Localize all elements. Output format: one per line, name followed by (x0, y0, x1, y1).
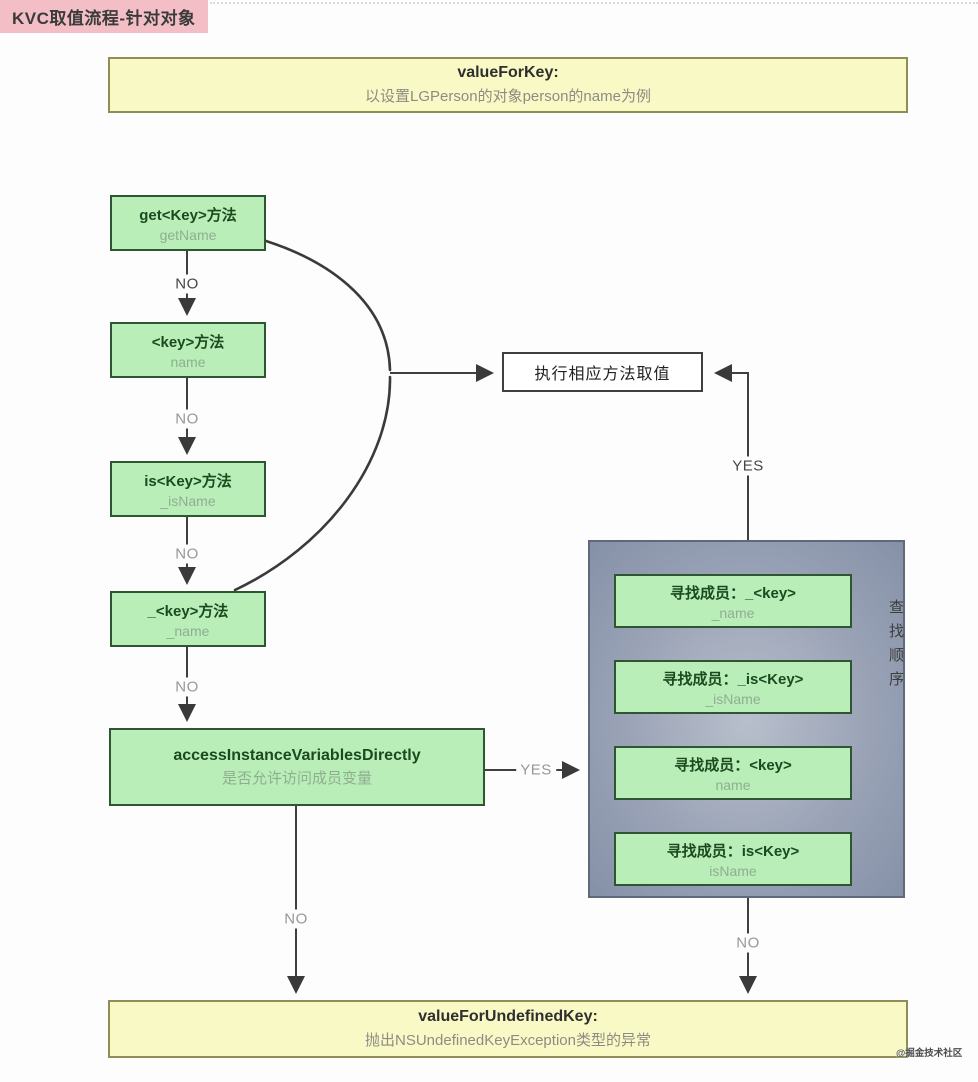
note-valueforundefinedkey: valueForUndefinedKey: 抛出NSUndefinedKeyEx… (108, 1000, 908, 1058)
label-yes-access: YES (516, 760, 556, 780)
node-subtitle: getName (159, 226, 217, 243)
node-subtitle: isName (709, 862, 757, 879)
node-title: 寻找成员：<key> (674, 756, 792, 774)
node-subtitle: _isName (160, 492, 216, 509)
node-title: is<Key>方法 (144, 472, 232, 490)
label-no-2: NO (171, 409, 203, 429)
note-valueforundefinedkey-title: valueForUndefinedKey: (418, 1008, 598, 1025)
label-no-1: NO (171, 274, 203, 294)
label-no-4: NO (171, 677, 203, 697)
watermark: @掘金技术社区 (896, 1048, 963, 1059)
node-find-member-underscore-key: 寻找成员：_<key> _name (614, 574, 852, 628)
node-subtitle: 是否允许访问成员变量 (221, 769, 372, 787)
curve-step1-junction (264, 239, 392, 372)
label-no-access: NO (280, 909, 312, 929)
node-is-key-method: is<Key>方法 _isName (110, 461, 266, 517)
node-subtitle: _name (166, 622, 210, 639)
node-title: <key>方法 (151, 333, 225, 351)
node-subtitle: name (170, 353, 206, 370)
node-subtitle: _isName (705, 690, 761, 707)
search-order-label: 查找顺序 (887, 599, 904, 695)
node-title: accessInstanceVariablesDirectly (173, 746, 421, 764)
label-no-3: NO (171, 544, 203, 564)
note-valueforkey-title: valueForKey: (457, 64, 559, 81)
node-subtitle: name (715, 776, 751, 793)
node-title: 寻找成员：is<Key> (666, 842, 800, 860)
page-title: KVC取值流程-针对对象 (0, 0, 208, 33)
node-subtitle: _name (711, 604, 755, 621)
note-valueforkey: valueForKey: 以设置LGPerson的对象person的name为例 (108, 57, 908, 113)
label-no-container: NO (732, 933, 764, 953)
node-title: 寻找成员：_<key> (670, 584, 796, 602)
top-dotted-divider (210, 2, 978, 4)
node-get-key-method: get<Key>方法 getName (110, 195, 266, 251)
node-title: _<key>方法 (147, 602, 229, 620)
member-search-container: 寻找成员：_<key> _name 寻找成员：_is<Key> _isName … (588, 540, 905, 898)
node-title: 寻找成员：_is<Key> (662, 670, 804, 688)
node-title: get<Key>方法 (139, 206, 237, 224)
note-valueforkey-subtitle: 以设置LGPerson的对象person的name为例 (365, 88, 651, 105)
node-find-member-is-key: 寻找成员：is<Key> isName (614, 832, 852, 886)
node-find-member-underscore-is-key: 寻找成员：_is<Key> _isName (614, 660, 852, 714)
node-exec-method: 执行相应方法取值 (502, 352, 703, 392)
node-underscore-key-method: _<key>方法 _name (110, 591, 266, 647)
note-valueforundefinedkey-subtitle: 抛出NSUndefinedKeyException类型的异常 (365, 1032, 651, 1049)
node-access-instance-variables: accessInstanceVariablesDirectly 是否允许访问成员… (109, 728, 485, 806)
node-find-member-key: 寻找成员：<key> name (614, 746, 852, 800)
node-key-method: <key>方法 name (110, 322, 266, 378)
label-yes-exec: YES (728, 456, 768, 476)
